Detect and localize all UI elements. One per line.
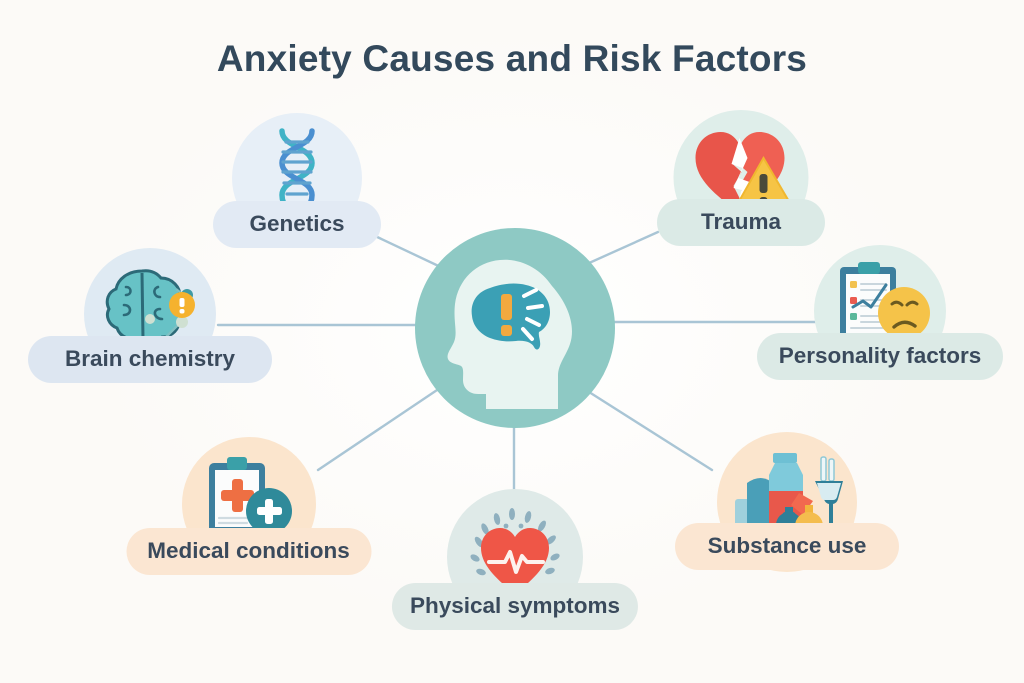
trauma-pill[interactable]: Trauma xyxy=(657,199,825,246)
clipboard-sad-face-icon xyxy=(828,259,932,351)
brain-chemistry-pill[interactable]: Brain chemistry xyxy=(28,336,272,383)
personality-factors-label: Personality factors xyxy=(778,343,982,369)
personality-factors-pill[interactable]: Personality factors xyxy=(757,333,1003,380)
medical-conditions-label: Medical conditions xyxy=(147,538,350,564)
node-substance-use[interactable]: Substance use xyxy=(675,432,899,572)
brain-chemistry-label: Brain chemistry xyxy=(64,346,236,372)
node-trauma[interactable]: Trauma xyxy=(657,110,825,246)
node-brain-chemistry[interactable]: Brain chemistry xyxy=(28,248,272,383)
head-with-brain-alert-icon xyxy=(440,246,590,411)
substance-use-pill[interactable]: Substance use xyxy=(675,523,899,570)
physical-symptoms-pill[interactable]: Physical symptoms xyxy=(391,583,639,630)
anxiety-hub[interactable] xyxy=(415,228,615,428)
node-personality-factors[interactable]: Personality factors xyxy=(757,245,1003,380)
genetics-label: Genetics xyxy=(249,211,345,237)
page-title: Anxiety Causes and Risk Factors xyxy=(216,38,808,79)
node-genetics[interactable]: Genetics xyxy=(213,113,381,248)
heart-pulse-icon xyxy=(459,502,571,598)
physical-symptoms-label: Physical symptoms xyxy=(409,593,621,619)
trauma-label: Trauma xyxy=(700,209,782,235)
medical-conditions-pill[interactable]: Medical conditions xyxy=(126,528,371,575)
node-physical-symptoms[interactable]: Physical symptoms xyxy=(391,489,639,630)
substance-use-label: Substance use xyxy=(707,533,867,559)
node-medical-conditions[interactable]: Medical conditions xyxy=(126,437,371,575)
medical-clipboard-plus-icon xyxy=(201,451,297,543)
physical-symptoms-bubble xyxy=(447,489,583,625)
genetics-pill[interactable]: Genetics xyxy=(213,201,381,248)
